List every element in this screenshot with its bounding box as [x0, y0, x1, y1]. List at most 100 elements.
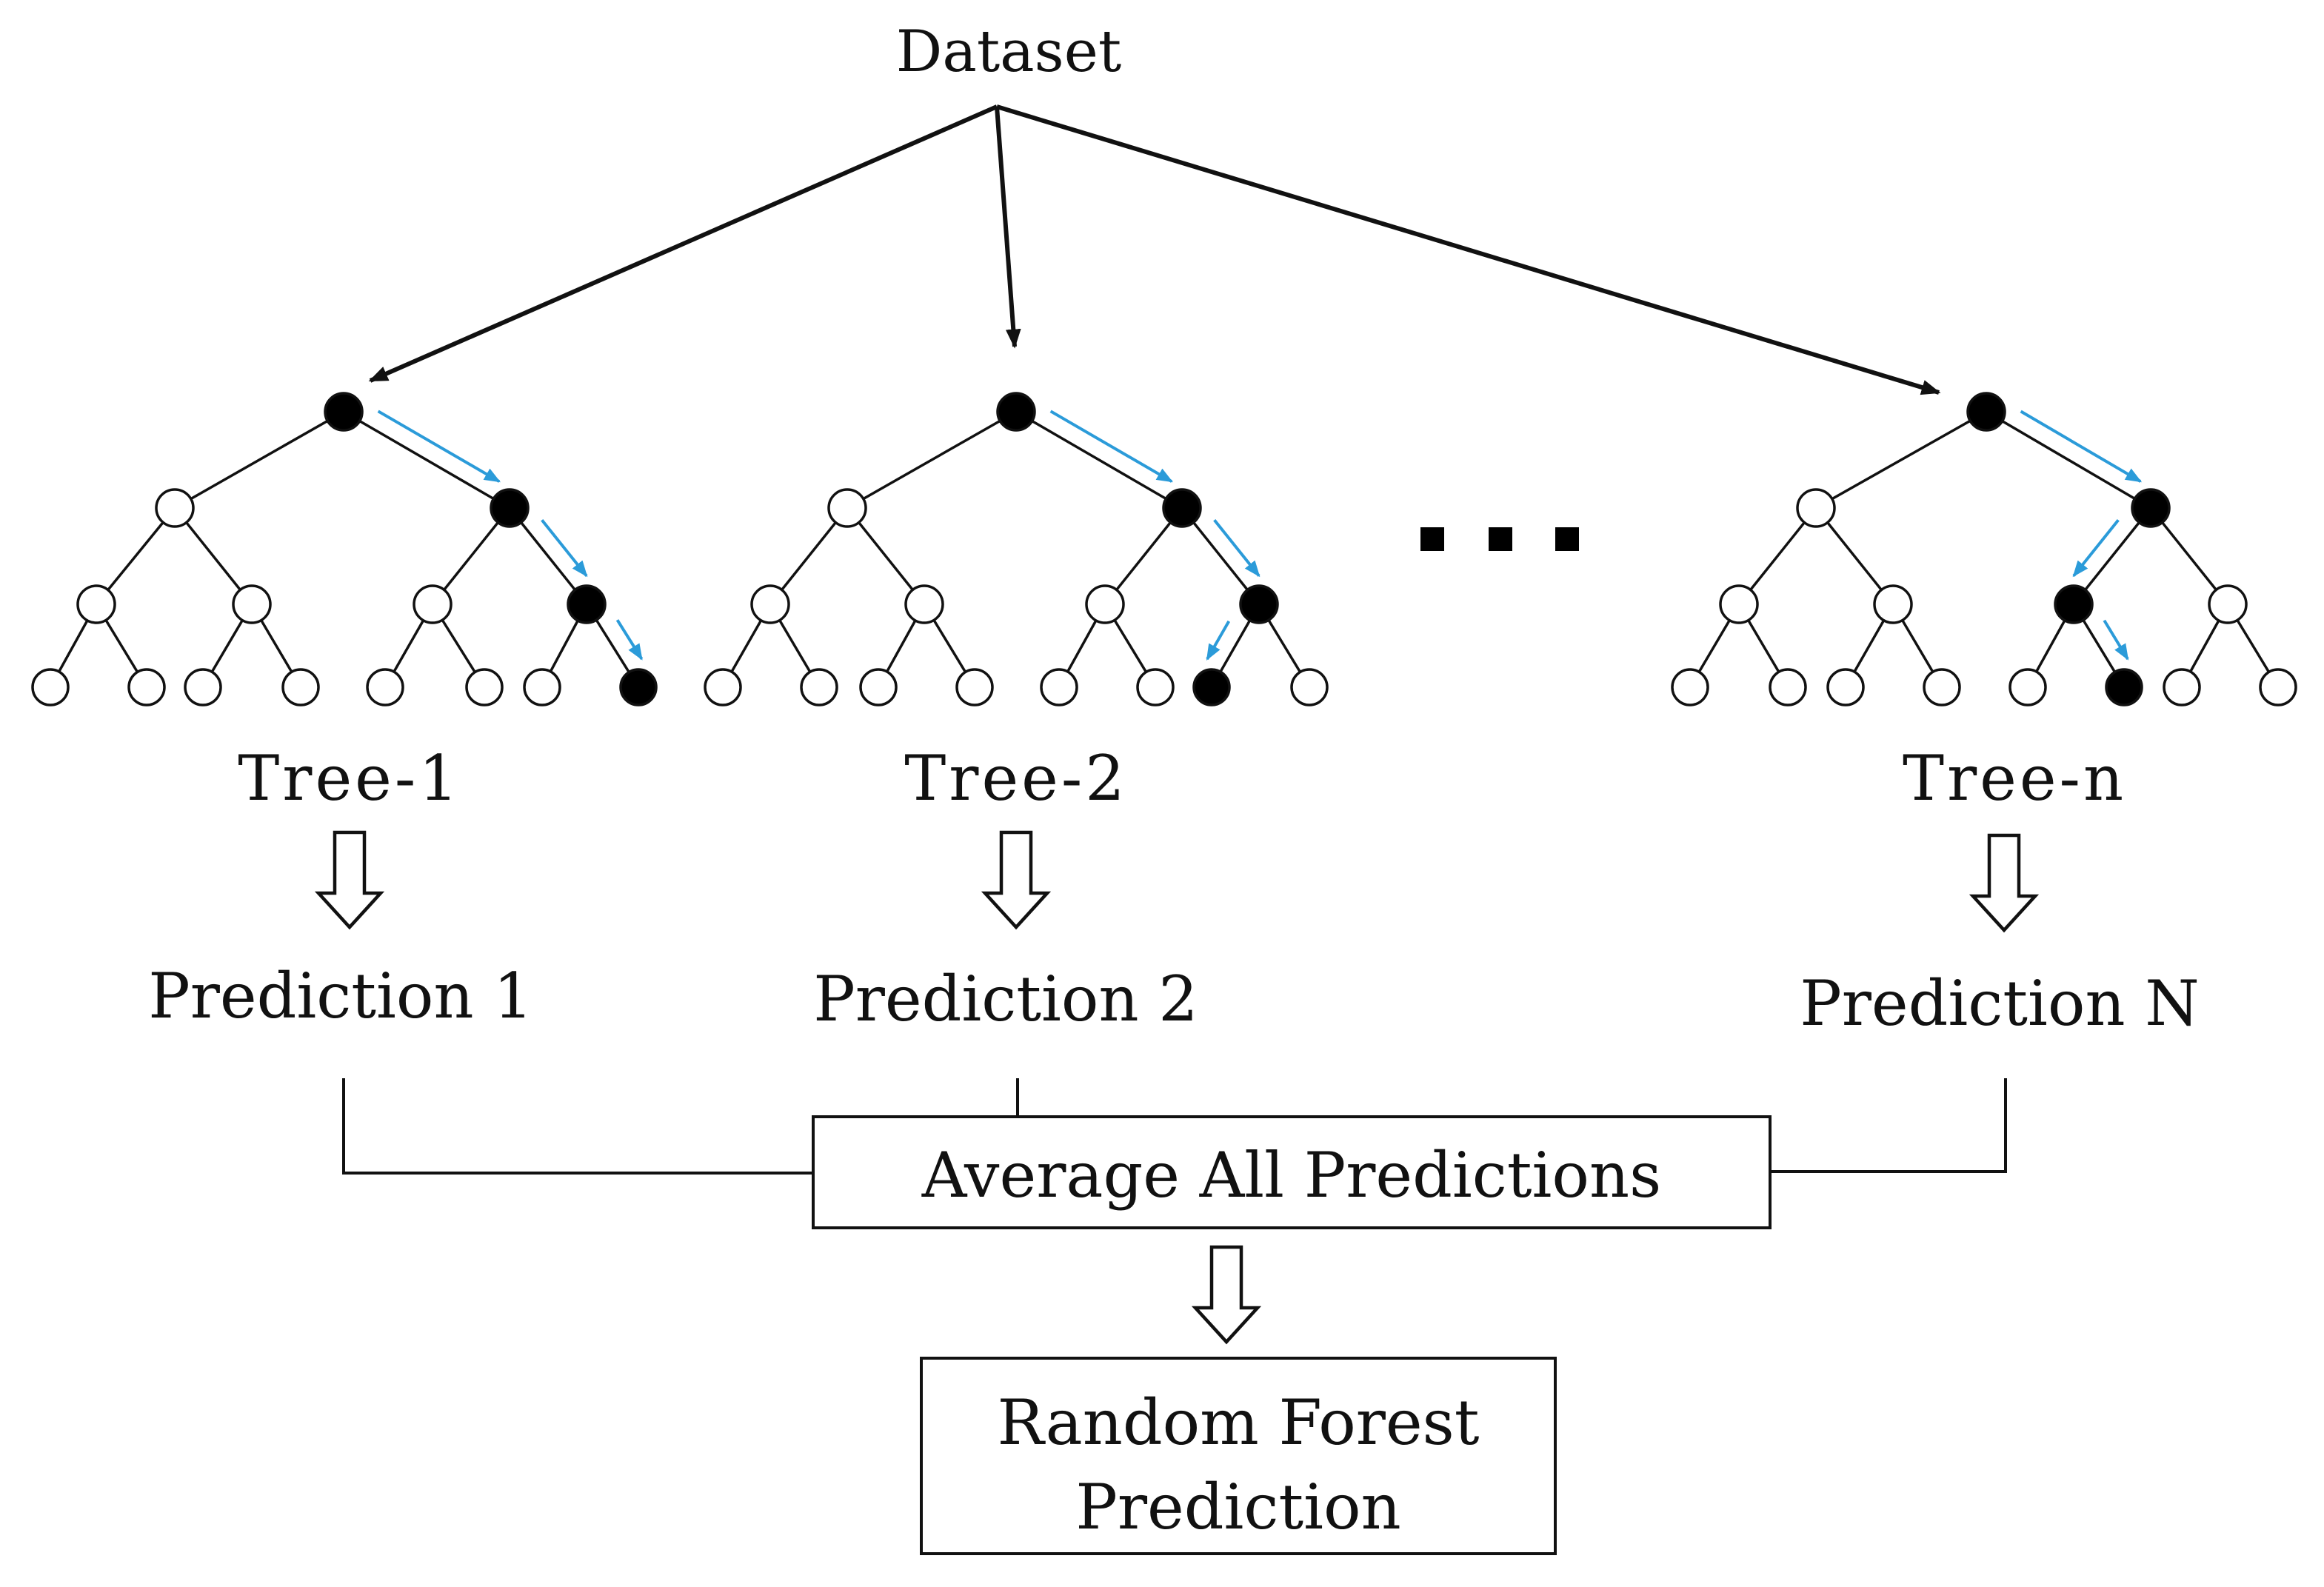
tree-node [232, 584, 272, 624]
ellipsis-dot [1555, 527, 1579, 551]
tree-node [1826, 668, 1865, 706]
tree-node [76, 584, 116, 624]
average-predictions-label: Average All Predictions [921, 1139, 1661, 1212]
ellipsis-dots [1420, 527, 1579, 551]
average-predictions-box [812, 1115, 1772, 1229]
tree-edge [1815, 410, 1987, 509]
tree-node [2163, 668, 2201, 706]
tree-node-selected [1192, 668, 1231, 706]
tree-edge [847, 410, 1017, 509]
tree-edge [1737, 507, 1817, 606]
tree-node [904, 584, 944, 624]
tree-node [704, 668, 742, 706]
tree-edge [508, 507, 588, 606]
dataset-arrow-tree-n [996, 104, 1941, 395]
tree-edge [173, 507, 253, 606]
tree-node-selected [2105, 668, 2143, 706]
tree-node-selected [324, 392, 364, 432]
decision-path-arrow [2072, 518, 2120, 578]
tree-edge [769, 507, 849, 606]
tree-node [1040, 668, 1078, 706]
decision-path-arrow [2020, 410, 2143, 483]
tree-edge [95, 507, 176, 606]
tree-node-selected [1966, 392, 2006, 432]
decision-path-arrow [615, 619, 644, 661]
tree-edge [846, 507, 926, 606]
dataset-arrow-tree-1 [368, 104, 998, 383]
down-arrow-final [1191, 1245, 1262, 1345]
tree-2-label: Tree-2 [904, 742, 1127, 815]
tree-node [1796, 488, 1836, 528]
random-forest-prediction-line1: Random Forest [997, 1386, 1479, 1459]
tree-edge [1814, 507, 1894, 606]
tree-node [1769, 668, 1807, 706]
tree-node-selected [567, 584, 607, 624]
tree-node [281, 668, 320, 706]
tree-node [859, 668, 898, 706]
tree-node [31, 668, 70, 706]
random-forest-prediction-box [920, 1357, 1557, 1555]
tree-node [413, 584, 453, 624]
tree-node [366, 668, 404, 706]
tree-node [955, 668, 994, 706]
tree-edge [1015, 410, 1183, 509]
tree-node [2009, 668, 2047, 706]
tree-node [800, 668, 838, 706]
tree-node-selected [1239, 584, 1279, 624]
down-arrow-tree-n [1969, 833, 2040, 933]
dataset-arrow-tree-2 [995, 106, 1021, 349]
tree-2 [704, 392, 1329, 706]
tree-node [155, 488, 195, 528]
random-forest-prediction-line2: Prediction [1075, 1471, 1400, 1543]
tree-edge [1181, 507, 1260, 606]
tree-node-selected [996, 392, 1036, 432]
prediction-1-label: Prediction 1 [148, 960, 533, 1032]
tree-edge [1986, 410, 2151, 509]
connector-prediction-1 [342, 1078, 813, 1175]
tree-node-selected [490, 488, 530, 528]
tree-edge [1103, 507, 1183, 606]
tree-node [1290, 668, 1329, 706]
decision-path-arrow [1206, 620, 1231, 661]
tree-node [465, 668, 504, 706]
decision-path-arrow [1049, 410, 1174, 483]
tree-edge [343, 410, 510, 509]
tree-1-label: Tree-1 [238, 742, 461, 815]
dataset-label: Dataset [896, 19, 1121, 85]
tree-node [127, 668, 166, 706]
tree-n-label: Tree-n [1903, 742, 2126, 815]
tree-edge [174, 410, 344, 509]
down-arrow-tree-1 [314, 830, 385, 930]
dataset-arrows [368, 104, 1941, 395]
decision-path-arrow [2103, 619, 2129, 661]
connector-prediction-n [1770, 1078, 2007, 1173]
tree-1 [31, 392, 658, 706]
aggregation-connectors [342, 1078, 2007, 1175]
tree-node [750, 584, 790, 624]
decision-path-arrow [541, 518, 588, 578]
tree-node [1136, 668, 1175, 706]
tree-node [827, 488, 867, 528]
tree-node [523, 668, 561, 706]
prediction-2-label: Prediction 2 [813, 963, 1198, 1035]
tree-node [1873, 584, 1913, 624]
tree-node-selected [1162, 488, 1202, 528]
tree-node [1923, 668, 1961, 706]
tree-node-selected [619, 668, 658, 706]
tree-node [1671, 668, 1709, 706]
decision-path-arrow [1213, 518, 1260, 578]
decision-path-arrow [377, 410, 501, 483]
tree-node-selected [2131, 488, 2171, 528]
down-arrow-tree-2 [981, 830, 1052, 930]
ellipsis-dot [1489, 527, 1512, 551]
tree-n [1671, 392, 2297, 706]
tree-node [2259, 668, 2297, 706]
tree-edge [2149, 507, 2229, 606]
tree-node [1719, 584, 1759, 624]
ellipsis-dot [1420, 527, 1444, 551]
tree-node-selected [2054, 584, 2094, 624]
tree-edge [2072, 507, 2152, 606]
tree-edge [431, 507, 511, 606]
tree-node [1085, 584, 1125, 624]
